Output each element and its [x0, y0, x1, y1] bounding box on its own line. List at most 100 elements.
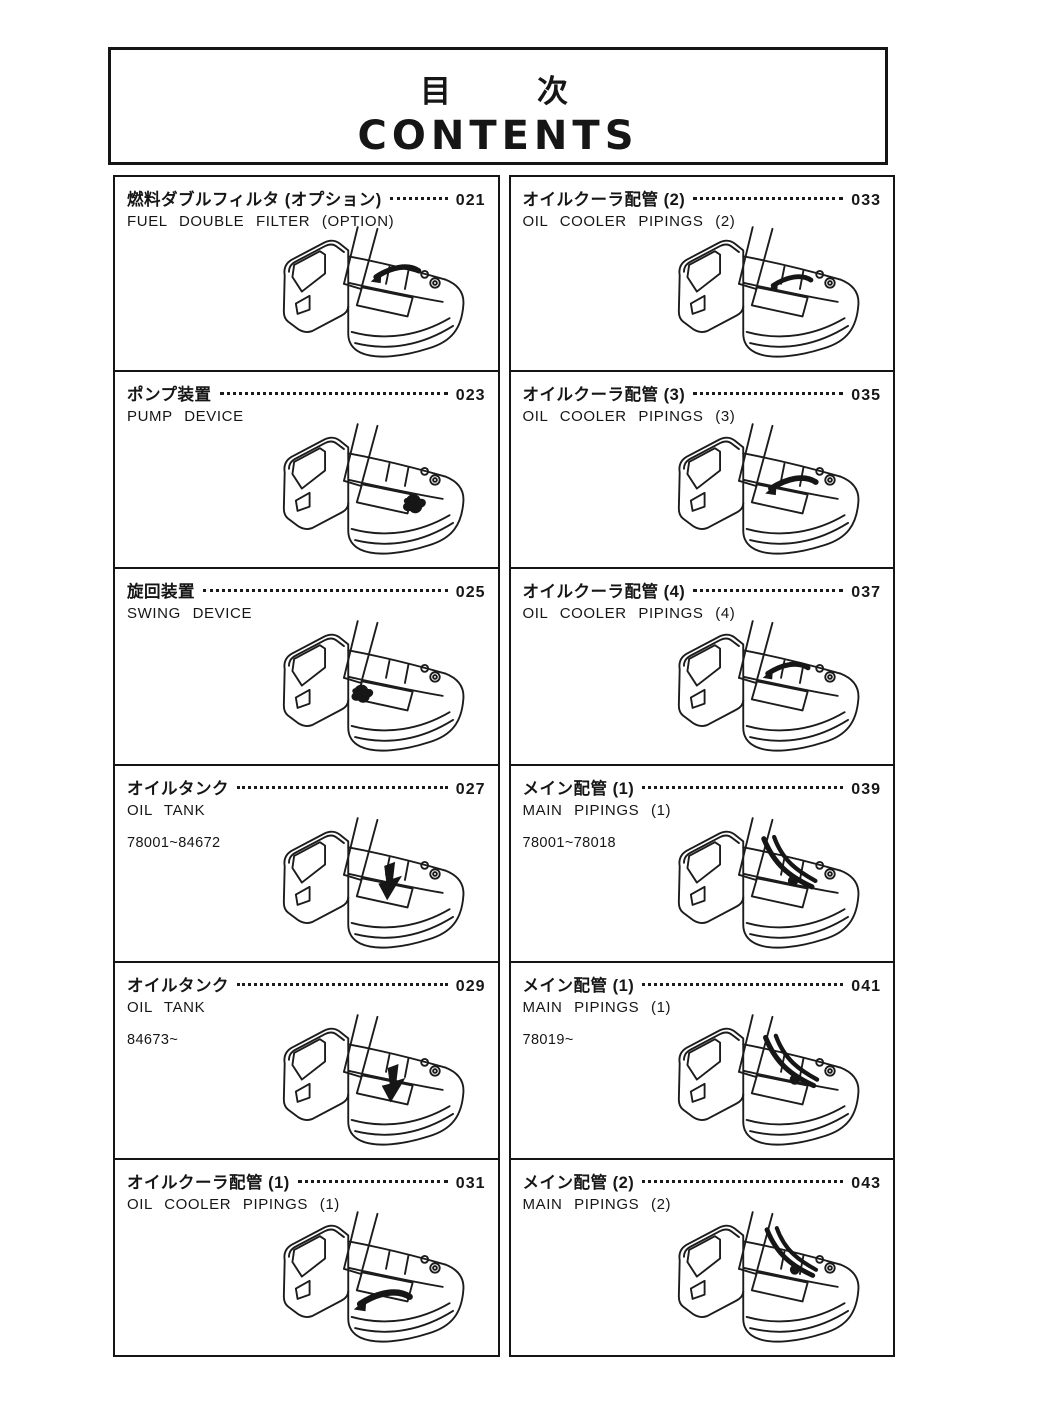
toc-item-oil-tank-1: オイルタンク 027 OIL TANK 78001~84672: [113, 766, 500, 963]
toc-item-page-number: 023: [455, 387, 486, 404]
toc-item-title-en: OIL TANK: [127, 802, 206, 819]
dotted-leader: [237, 983, 448, 986]
excavator-illustration: [242, 1010, 494, 1156]
dotted-leader: [693, 589, 844, 592]
toc-item-page-number: 029: [455, 978, 486, 995]
toc-item-title-ja: オイルクーラ配管 (1): [127, 1174, 290, 1192]
toc-item-page-number: 027: [455, 781, 486, 798]
toc-item-title-ja: 旋回装置: [127, 583, 195, 601]
page-title-english: CONTENTS: [357, 113, 639, 159]
excavator-line-art-icon: [677, 1211, 860, 1343]
dotted-leader: [693, 197, 844, 200]
excavator-line-art-icon: [282, 620, 464, 752]
highlighted-part-icon: [767, 1228, 816, 1275]
toc-item-title-ja: ポンプ装置: [127, 386, 212, 404]
toc-item-title-ja: オイルクーラ配管 (3): [522, 386, 686, 404]
toc-item-title-en: OIL COOLER PIPINGS (4): [522, 605, 736, 622]
toc-item-title-en: SWING DEVICE: [127, 605, 253, 622]
excavator-illustration: [242, 222, 494, 368]
toc-item-main-pipings-1b: メイン配管 (1) 041 MAIN PIPINGS (1) 78019~: [508, 963, 895, 1160]
excavator-line-art-icon: [677, 620, 860, 752]
toc-item-heading: オイルクーラ配管 (2) 033: [523, 186, 882, 210]
excavator-illustration: [637, 1207, 889, 1353]
toc-item-title-en: OIL COOLER PIPINGS (3): [522, 408, 736, 425]
toc-item-heading: メイン配管 (1) 039: [523, 775, 882, 799]
toc-item-title-ja: メイン配管 (1): [522, 780, 635, 798]
excavator-line-art-icon: [282, 1014, 464, 1146]
excavator-line-art-icon: [282, 423, 464, 555]
toc-item-page-number: 031: [455, 1175, 486, 1192]
toc-item-heading: オイルクーラ配管 (1) 031: [127, 1169, 486, 1193]
dotted-leader: [642, 983, 844, 986]
excavator-illustration: [637, 222, 889, 368]
toc-item-page-number: 043: [851, 1175, 881, 1192]
toc-item-page-number: 037: [851, 584, 881, 601]
toc-item-swing-device: 旋回装置 025 SWING DEVICE: [113, 569, 500, 766]
toc-item-serial-range: 78001~84672: [127, 835, 221, 851]
toc-item-oil-cooler-pipings-4: オイルクーラ配管 (4) 037 OIL COOLER PIPINGS (4): [508, 569, 895, 766]
excavator-illustration: [242, 419, 494, 565]
toc-item-title-ja: オイルクーラ配管 (4): [522, 583, 686, 601]
toc-item-serial-range: 78001~78018: [522, 835, 617, 851]
toc-item-oil-cooler-pipings-1: オイルクーラ配管 (1) 031 OIL COOLER PIPINGS (1): [113, 1160, 500, 1357]
highlighted-part-icon: [381, 1064, 405, 1103]
excavator-illustration: [242, 1207, 494, 1353]
highlighted-part-icon: [402, 494, 426, 514]
excavator-illustration: [242, 813, 494, 959]
toc-item-title-en: MAIN PIPINGS (1): [522, 802, 672, 819]
toc-item-heading: メイン配管 (2) 043: [523, 1169, 882, 1193]
toc-item-page-number: 021: [455, 192, 486, 209]
excavator-line-art-icon: [677, 1014, 860, 1146]
excavator-line-art-icon: [282, 817, 464, 949]
toc-item-title-ja: メイン配管 (2): [522, 1174, 635, 1192]
toc-item-oil-tank-2: オイルタンク 029 OIL TANK 84673~: [113, 963, 500, 1160]
excavator-illustration: [637, 419, 889, 565]
toc-item-main-pipings-2: メイン配管 (2) 043 MAIN PIPINGS (2): [508, 1160, 895, 1357]
highlighted-part-icon: [350, 684, 373, 703]
toc-item-title-en: MAIN PIPINGS (1): [522, 999, 672, 1016]
toc-item-title-ja: オイルタンク: [127, 977, 229, 995]
toc-item-fuel-double-filter: 燃料ダブルフィルタ (オプション) 021 FUEL DOUBLE FILTER…: [113, 175, 500, 372]
excavator-line-art-icon: [677, 226, 860, 358]
dotted-leader: [297, 1180, 448, 1183]
toc-item-heading: ポンプ装置 023: [127, 381, 486, 405]
toc-item-title-en: OIL COOLER PIPINGS (2): [522, 213, 736, 230]
excavator-illustration: [637, 813, 889, 959]
excavator-line-art-icon: [677, 423, 860, 555]
toc-item-serial-range: 84673~: [127, 1032, 179, 1048]
dotted-leader: [203, 589, 448, 592]
toc-item-heading: 旋回装置 025: [127, 578, 486, 602]
toc-item-serial-range: 78019~: [522, 1032, 574, 1048]
toc-item-title-en: PUMP DEVICE: [127, 408, 244, 425]
toc-item-page-number: 025: [455, 584, 486, 601]
toc-item-heading: オイルタンク 029: [127, 972, 486, 996]
page-title-box: 目 次 CONTENTS: [108, 47, 888, 165]
highlighted-part-icon: [370, 267, 418, 283]
dotted-leader: [219, 392, 448, 395]
dotted-leader: [389, 197, 448, 200]
dotted-leader: [237, 786, 448, 789]
toc-grid: 燃料ダブルフィルタ (オプション) 021 FUEL DOUBLE FILTER…: [113, 175, 895, 1357]
toc-item-heading: 燃料ダブルフィルタ (オプション) 021: [127, 186, 486, 210]
toc-item-pump-device: ポンプ装置 023 PUMP DEVICE: [113, 372, 500, 569]
excavator-line-art-icon: [282, 226, 464, 358]
toc-item-page-number: 033: [851, 192, 881, 209]
toc-item-page-number: 039: [851, 781, 881, 798]
toc-item-heading: オイルタンク 027: [127, 775, 486, 799]
excavator-illustration: [637, 1010, 889, 1156]
toc-item-title-en: FUEL DOUBLE FILTER (OPTION): [127, 213, 395, 230]
toc-item-heading: オイルクーラ配管 (4) 037: [523, 578, 882, 602]
toc-item-title-en: OIL TANK: [127, 999, 206, 1016]
toc-item-main-pipings-1a: メイン配管 (1) 039 MAIN PIPINGS (1) 78001~780…: [508, 766, 895, 963]
highlighted-part-icon: [768, 277, 811, 291]
dotted-leader: [693, 392, 844, 395]
toc-item-oil-cooler-pipings-2: オイルクーラ配管 (2) 033 OIL COOLER PIPINGS (2): [508, 175, 895, 372]
toc-item-title-ja: オイルクーラ配管 (2): [522, 191, 686, 209]
toc-item-page-number: 035: [851, 387, 881, 404]
excavator-line-art-icon: [677, 817, 860, 949]
dotted-leader: [642, 1180, 844, 1183]
excavator-illustration: [637, 616, 889, 762]
toc-item-title-en: MAIN PIPINGS (2): [522, 1196, 672, 1213]
toc-item-title-ja: 燃料ダブルフィルタ (オプション): [127, 191, 382, 209]
